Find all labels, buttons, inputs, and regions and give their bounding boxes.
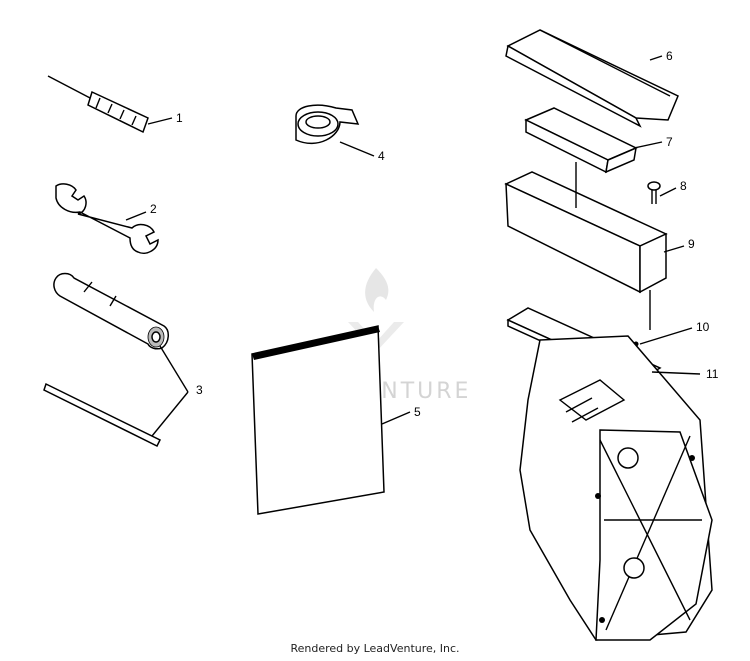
fan-housing-part xyxy=(519,335,713,641)
callout-10: 10 xyxy=(696,320,710,334)
callout-6: 6 xyxy=(666,49,673,63)
tape-roll-part xyxy=(295,104,360,145)
callout-3: 3 xyxy=(196,383,203,397)
credit-text: Rendered by LeadVenture, Inc. xyxy=(290,642,460,655)
leader-lines xyxy=(125,55,701,437)
callout-11: 11 xyxy=(706,367,719,381)
lid-part xyxy=(505,29,679,128)
wrench-part xyxy=(55,183,159,254)
storage-box-part xyxy=(504,162,668,330)
manual-book-part xyxy=(251,325,385,515)
callout-5: 5 xyxy=(414,405,421,419)
screwdriver-part xyxy=(47,75,149,134)
socket-tool-part xyxy=(43,272,169,448)
callout-8: 8 xyxy=(680,179,687,193)
callout-2: 2 xyxy=(150,202,157,216)
callout-9: 9 xyxy=(688,237,695,251)
screw-part xyxy=(647,181,661,204)
callout-7: 7 xyxy=(666,135,673,149)
callout-1: 1 xyxy=(176,111,183,125)
callout-4: 4 xyxy=(378,149,385,163)
pad-part xyxy=(524,107,638,174)
